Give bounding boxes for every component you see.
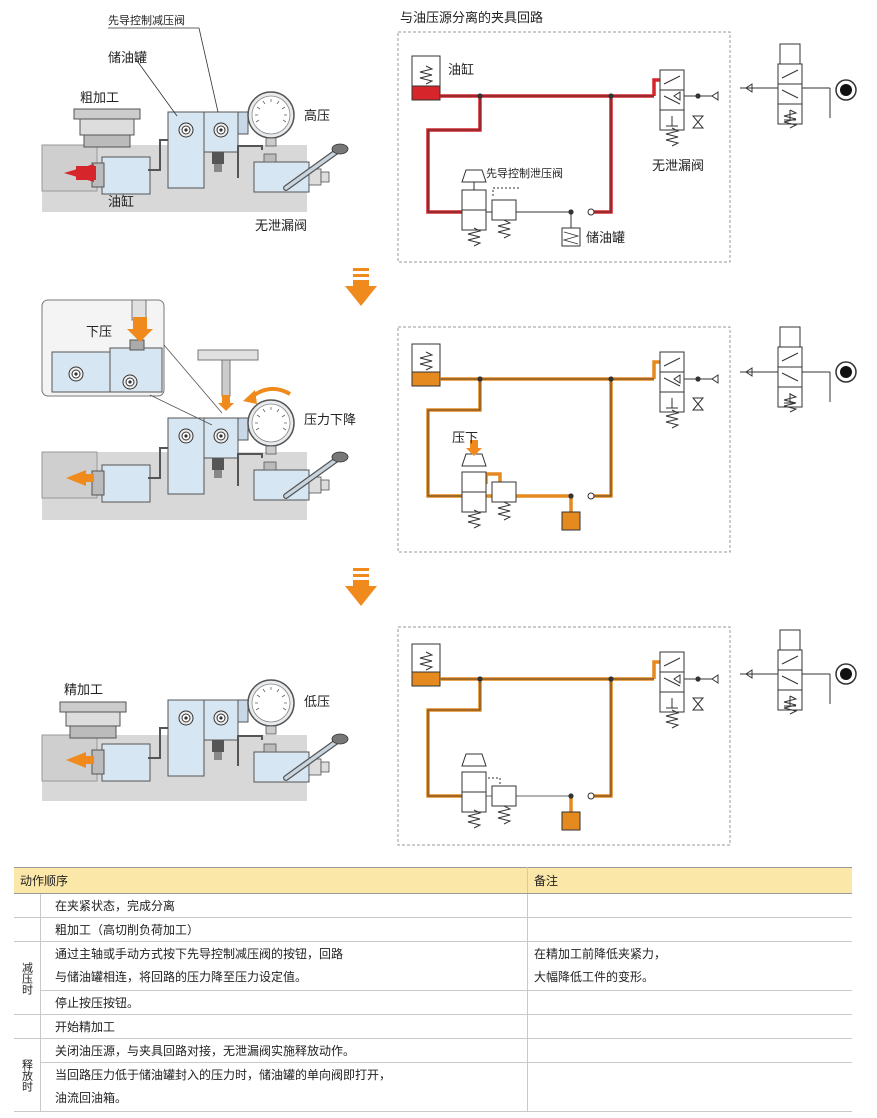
label-press-down: 下压 <box>86 325 113 340</box>
group-label-release: 释放时 <box>14 1038 41 1112</box>
row-action-line: 油流回油箱。 <box>55 1091 128 1105</box>
header-sequence: 动作顺序 <box>14 867 528 894</box>
row-note <box>527 990 852 1015</box>
group-label-reduce: 减压时 <box>14 941 41 1015</box>
label-low-pressure: 低压 <box>304 695 331 710</box>
row-action: 在夹紧状态，完成分离 <box>40 893 528 918</box>
table-row: 停止按压按钮。 <box>14 990 852 1015</box>
table-row: 在夹紧状态，完成分离 <box>14 893 852 918</box>
row-note <box>527 1038 852 1063</box>
row-note-line: 在精加工前降低夹紧力， <box>534 947 667 961</box>
circuit-2 <box>411 343 719 531</box>
circuit-1 <box>411 55 719 247</box>
row-action: 关闭油压源，与夹具回路对接，无泄漏阀实施释放动作。 <box>40 1038 528 1063</box>
table-row: 当回路压力低于储油罐封入的压力时，储油罐的单向阀即打开， 油流回油箱。 <box>14 1062 852 1112</box>
source-symbol-1 <box>740 43 857 129</box>
label-rough-machining: 粗加工 <box>80 91 120 106</box>
row-note-line: 大幅降低工件的变形。 <box>534 970 655 984</box>
label-circuit-press-down: 压下 <box>452 431 479 446</box>
row-note <box>527 893 852 918</box>
circuit-title: 与油压源分离的夹具回路 <box>400 11 544 26</box>
row-action-line: 通过主轴或手动方式按下先导控制减压阀的按钮，回路 <box>55 947 344 961</box>
source-symbol-3 <box>740 629 857 715</box>
table-header-row: 动作顺序 备注 <box>14 867 852 894</box>
header-remarks: 备注 <box>527 867 852 894</box>
label-finish-machining: 精加工 <box>64 683 104 698</box>
table-row: 释放时 关闭油压源，与夹具回路对接，无泄漏阀实施释放动作。 <box>14 1038 852 1112</box>
zoom-inset <box>41 299 223 426</box>
table-row: 开始精加工 <box>14 1014 852 1039</box>
press-arrow-inset <box>127 317 153 342</box>
tool-head <box>73 108 141 148</box>
label-pressure-drop: 压力下降 <box>304 413 357 428</box>
source-symbol-2 <box>740 326 857 413</box>
panel-3-machine <box>41 679 348 801</box>
pressure-drop-arrow <box>243 390 257 404</box>
label-pilot-relief-valve: 先导控制泄压阀 <box>486 167 563 180</box>
label-circuit-cylinder: 油缸 <box>448 63 475 78</box>
row-action: 停止按压按钮。 <box>40 990 528 1015</box>
row-action: 当回路压力低于储油罐封入的压力时，储油罐的单向阀即打开， 油流回油箱。 <box>40 1062 528 1112</box>
relief-valve-symbol-1 <box>461 169 517 247</box>
circuit-box-3 <box>397 626 731 846</box>
label-no-leak-valve: 无泄漏阀 <box>255 219 308 234</box>
row-action: 粗加工（高切削负荷加工） <box>40 917 528 942</box>
label-pilot-reducing-valve: 先导控制减压阀 <box>108 14 185 27</box>
row-note: 在精加工前降低夹紧力， 大幅降低工件的变形。 <box>527 941 852 991</box>
circuit-box-2 <box>397 326 731 553</box>
row-note <box>527 917 852 942</box>
process-diagram <box>41 27 857 846</box>
label-accumulator: 储油罐 <box>108 51 148 66</box>
panel-1-machine <box>41 91 348 212</box>
row-action: 通过主轴或手动方式按下先导控制减压阀的按钮，回路 与储油罐相连，将回路的压力降至… <box>40 941 528 991</box>
table-row: 粗加工（高切削负荷加工） <box>14 917 852 942</box>
circuit-box-1 <box>397 31 731 263</box>
circuit-3 <box>411 643 719 831</box>
label-cylinder: 油缸 <box>108 195 135 210</box>
label-circuit-no-leak-valve: 无泄漏阀 <box>652 159 705 174</box>
row-action: 开始精加工 <box>40 1014 528 1039</box>
table-row: 减压时 通过主轴或手动方式按下先导控制减压阀的按钮，回路 与储油罐相连，将回路的… <box>14 941 852 1015</box>
operation-sequence-table: 动作顺序 备注 在夹紧状态，完成分离 粗加工（高切削负荷加工） 减压时 通过主轴… <box>14 867 852 1112</box>
row-action-line: 当回路压力低于储油罐封入的压力时，储油罐的单向阀即打开， <box>55 1068 392 1082</box>
row-action-line: 与储油罐相连，将回路的压力降至压力设定值。 <box>55 970 308 984</box>
step-arrow-1 <box>345 268 377 306</box>
label-high-pressure: 高压 <box>304 109 331 124</box>
row-note <box>527 1014 852 1039</box>
label-circuit-accumulator: 储油罐 <box>586 231 626 246</box>
row-note <box>527 1062 852 1112</box>
step-arrow-2 <box>345 568 377 606</box>
panel-2-machine <box>41 349 348 520</box>
